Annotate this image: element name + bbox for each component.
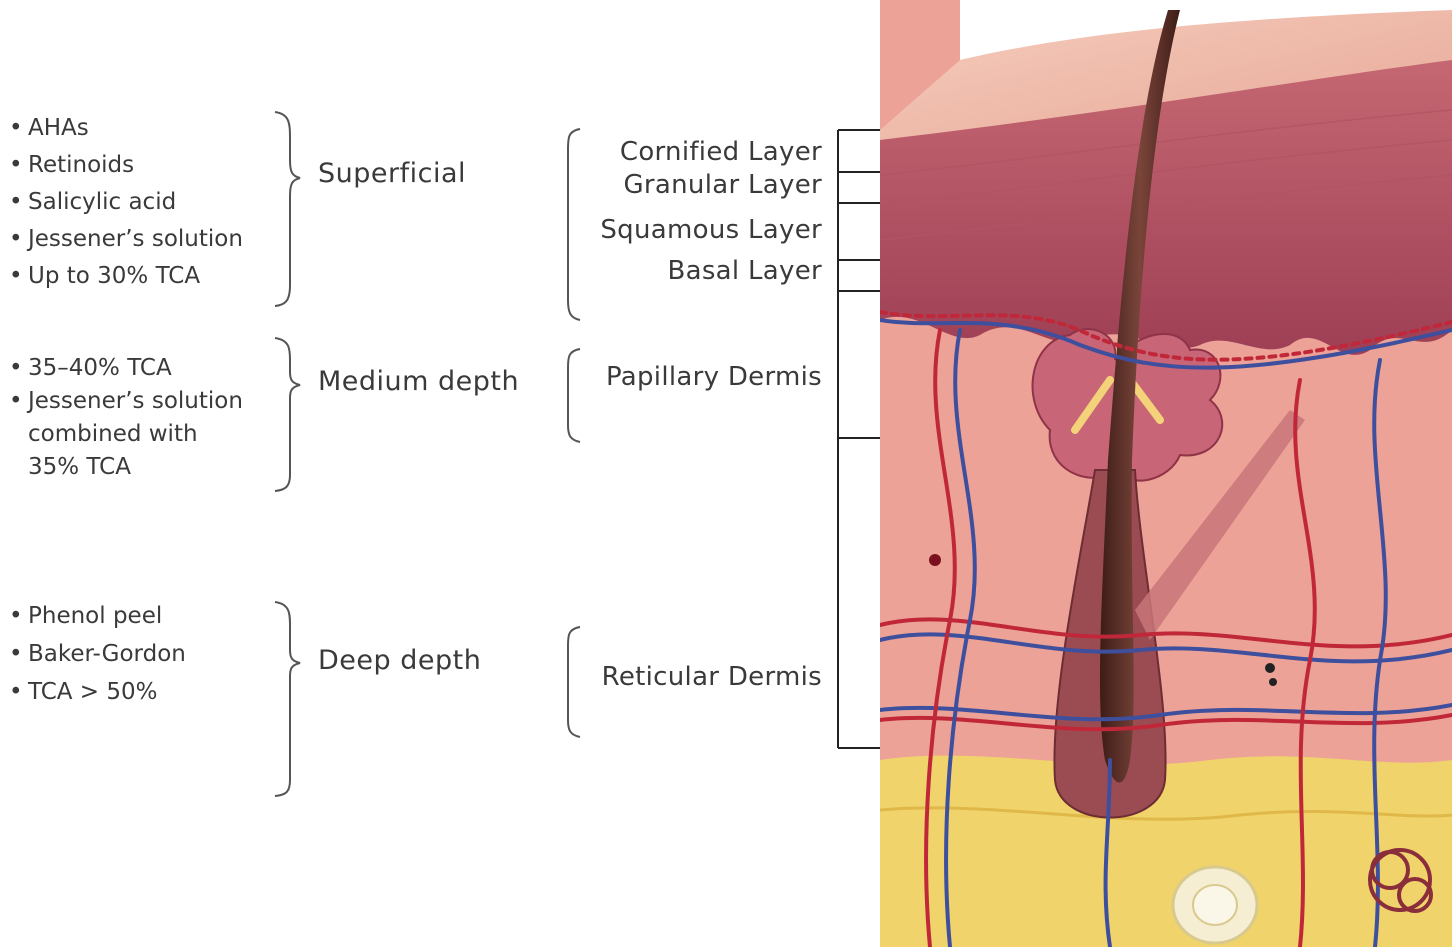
medium-agent-list: 35–40% TCA Jessener’s solution combined … [6, 352, 243, 484]
list-item: 35–40% TCA [6, 352, 243, 385]
epidermis-brace [568, 129, 580, 320]
deep-agent-list: Phenol peel Baker-Gordon TCA > 50% [6, 597, 186, 711]
list-item: Retinoids [6, 147, 243, 184]
list-item: Jessener’s solution [6, 221, 243, 258]
reticular-brace [568, 627, 580, 737]
papillary-brace [568, 349, 580, 442]
list-item-continued: combined with [6, 418, 243, 451]
basal-layer-label: Basal Layer [667, 256, 822, 286]
skin-cross-section-illustration [880, 0, 1452, 947]
list-item: Jessener’s solution [6, 385, 243, 418]
deep-brace [275, 602, 300, 796]
deep-depth-label: Deep depth [318, 645, 481, 676]
papillary-dermis-label: Papillary Dermis [606, 362, 822, 392]
granular-layer-label: Granular Layer [623, 170, 822, 200]
superficial-agent-list: AHAs Retinoids Salicylic acid Jessener’s… [6, 110, 243, 295]
list-item-continued: 35% TCA [6, 451, 243, 484]
medium-depth-label: Medium depth [318, 366, 519, 397]
medium-brace [275, 338, 300, 491]
list-item: Phenol peel [6, 597, 186, 635]
cornified-layer-label: Cornified Layer [620, 137, 822, 167]
list-item: Salicylic acid [6, 184, 243, 221]
list-item: TCA > 50% [6, 673, 186, 711]
squamous-layer-label: Squamous Layer [600, 215, 822, 245]
reticular-dermis-label: Reticular Dermis [602, 662, 822, 692]
list-item: AHAs [6, 110, 243, 147]
list-item: Up to 30% TCA [6, 258, 243, 295]
list-item: Baker-Gordon [6, 635, 186, 673]
superficial-brace [275, 112, 300, 306]
superficial-label: Superficial [318, 158, 466, 189]
